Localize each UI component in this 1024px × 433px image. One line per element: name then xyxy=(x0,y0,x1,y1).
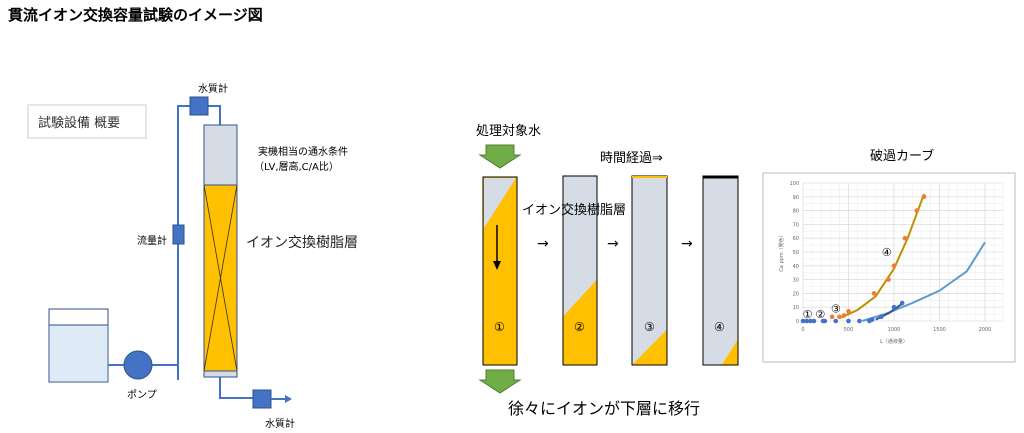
column-headspace xyxy=(203,124,238,186)
pipe xyxy=(219,377,253,399)
y-tick-label: 60 xyxy=(793,236,799,242)
y-tick-label: 90 xyxy=(793,195,799,201)
y-tick-label: 30 xyxy=(793,278,799,284)
setup-label: 試験設備 概要 xyxy=(38,115,120,131)
fit-curve-orange-fit xyxy=(838,193,925,320)
data-point-orange xyxy=(837,314,842,320)
exhausted-zone xyxy=(484,178,516,228)
pipe xyxy=(177,105,190,380)
chart-annotation: ④ xyxy=(882,246,892,259)
condition-text: 実機相当の通水条件 xyxy=(258,145,348,158)
arrow-icon: → xyxy=(681,236,693,252)
meter-top-label: 水質計 xyxy=(198,82,228,95)
resin-zone xyxy=(632,330,667,365)
water-quality-meter-top xyxy=(189,96,209,116)
stage-label: ① xyxy=(494,320,505,334)
chart-annotation: ③ xyxy=(831,303,841,316)
page-title: 貫流イオン交換容量試験のイメージ図 xyxy=(8,6,263,24)
resin-zone xyxy=(722,340,738,365)
y-tick-label: 80 xyxy=(793,209,799,215)
outlet-arrow-icon xyxy=(285,395,292,403)
column-stage-1 xyxy=(482,176,518,366)
y-tick-label: 100 xyxy=(789,181,799,187)
breakthrough-process: 処理対象水 時間経過⇒ ① → ② → ③ → ④ 徐々にイオンが下層に移行 イ… xyxy=(476,124,739,418)
water-quality-meter-bottom xyxy=(252,389,272,409)
x-tick-label: 500 xyxy=(844,327,854,333)
y-tick-label: 70 xyxy=(793,222,799,228)
chart-frame xyxy=(762,172,1016,363)
arrow-icon: → xyxy=(607,236,619,252)
chart-title: 破過カーブ xyxy=(870,148,934,164)
stage-label: ④ xyxy=(714,320,725,334)
stage-label: ③ xyxy=(644,320,655,334)
feed-arrow-icon xyxy=(478,144,522,169)
meter-bottom-label: 水質計 xyxy=(265,417,295,430)
setup-label-box xyxy=(27,104,147,139)
resin-label: イオン交換樹脂層 xyxy=(522,202,626,218)
pump-icon xyxy=(123,350,153,380)
test-setup: 試験設備 概要 水質計 流量計 実機相当の通水条件 （LV,層高,C/A比） イ… xyxy=(27,82,358,430)
flow-meter xyxy=(172,224,185,245)
data-point-blue xyxy=(804,318,809,324)
chart-annotation: ② xyxy=(815,308,825,321)
y-tick-label: 0 xyxy=(796,319,799,325)
data-point-orange xyxy=(891,263,897,269)
data-point-orange xyxy=(921,194,927,200)
down-arrow-icon xyxy=(493,261,501,270)
data-point-blue xyxy=(891,304,897,310)
data-point-blue xyxy=(833,318,839,324)
data-point-orange xyxy=(829,314,835,320)
y-tick-label: 40 xyxy=(793,264,799,270)
feed-label: 処理対象水 xyxy=(476,124,541,139)
data-point-blue xyxy=(869,317,875,322)
resin-label: イオン交換樹脂層 xyxy=(246,234,358,251)
resin-zone xyxy=(563,280,597,365)
flow-meter-label: 流量計 xyxy=(137,234,167,247)
migration-arrow-icon xyxy=(478,369,522,394)
x-tick-label: 2000 xyxy=(979,327,992,333)
y-tick-label: 50 xyxy=(793,250,799,256)
y-tick-label: 10 xyxy=(793,305,799,311)
data-point-blue xyxy=(857,318,862,324)
data-point-blue xyxy=(822,318,828,324)
data-point-blue xyxy=(807,318,813,324)
data-point-orange xyxy=(846,309,851,314)
resin-cross-line xyxy=(203,184,238,372)
x-tick-label: 0 xyxy=(801,327,804,333)
column-stage-4 xyxy=(702,175,739,366)
data-point-blue xyxy=(899,300,905,306)
x-tick-label: 1000 xyxy=(888,327,901,333)
pipe xyxy=(152,364,179,378)
arrow-icon: → xyxy=(537,236,549,252)
tank-water xyxy=(50,325,107,381)
data-point-orange xyxy=(914,208,920,213)
pipe xyxy=(208,105,221,125)
column-stage-3 xyxy=(631,175,668,366)
x-tick-label: 1500 xyxy=(933,327,946,333)
data-point-blue xyxy=(878,314,884,320)
condition-params: （LV,層高,C/A比） xyxy=(254,160,339,173)
column-bottom xyxy=(203,370,238,378)
data-point-blue xyxy=(800,318,806,324)
data-point-orange xyxy=(886,277,891,282)
data-point-orange xyxy=(871,291,877,296)
caption: 徐々にイオンが下層に移行 xyxy=(508,399,700,418)
y-axis-label: Ca ppm（発色） xyxy=(778,232,785,271)
y-tick-label: 20 xyxy=(793,291,799,297)
time-label: 時間経過⇒ xyxy=(600,151,663,166)
data-point-blue xyxy=(811,318,817,324)
data-point-orange xyxy=(841,313,847,318)
chart-annotation: ① xyxy=(803,308,813,321)
data-point-blue xyxy=(846,318,851,324)
x-axis-label: L（通液量） xyxy=(880,338,908,345)
data-point-orange xyxy=(902,235,908,241)
stage-label: ② xyxy=(574,320,585,334)
pump-label: ポンプ xyxy=(127,389,157,401)
